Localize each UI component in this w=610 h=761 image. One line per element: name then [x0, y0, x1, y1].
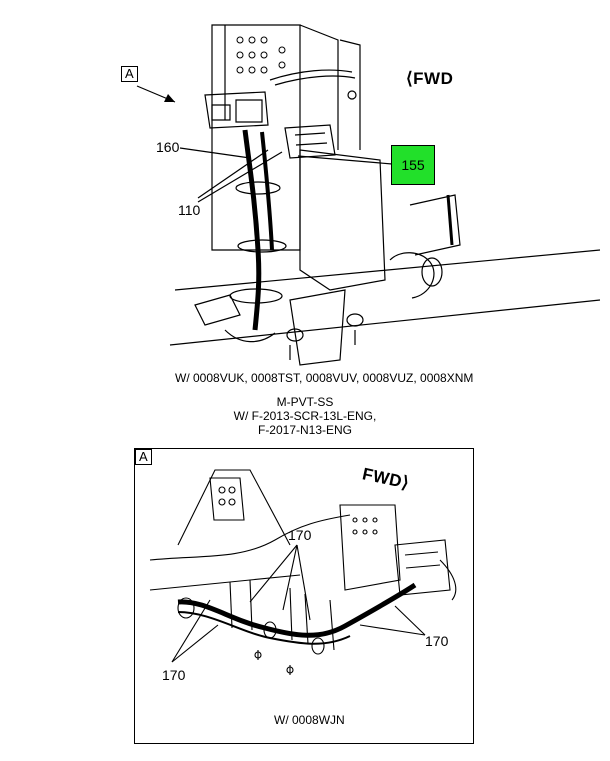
callout-110: 110 — [178, 202, 201, 218]
note-line-1: M-PVT-SS — [276, 395, 334, 409]
fwd-arrow-icon: ⟨ — [406, 69, 414, 88]
callout-160: 160 — [156, 139, 180, 155]
callout-170-top: 170 — [288, 527, 312, 543]
fwd-label-text: FWD — [413, 69, 454, 88]
note-line-2: W/ F-2013-SCR-13L-ENG, — [233, 409, 377, 423]
detail-view-a-label: A — [135, 449, 152, 465]
note-line-3: F-2017-N13-ENG — [257, 423, 353, 437]
callout-170-right: 170 — [425, 633, 449, 649]
callout-155-highlight: 155 — [391, 145, 435, 185]
detail-view-frame — [134, 448, 474, 744]
view-a-label: A — [121, 66, 138, 82]
fwd-label: ⟨FWD — [406, 69, 454, 88]
detail-view-caption: W/ 0008WJN — [274, 713, 345, 727]
callout-155: 155 — [401, 157, 425, 173]
top-view-caption: W/ 0008VUK, 0008TST, 0008VUV, 0008VUZ, 0… — [175, 371, 474, 385]
callout-170-left: 170 — [162, 667, 186, 683]
